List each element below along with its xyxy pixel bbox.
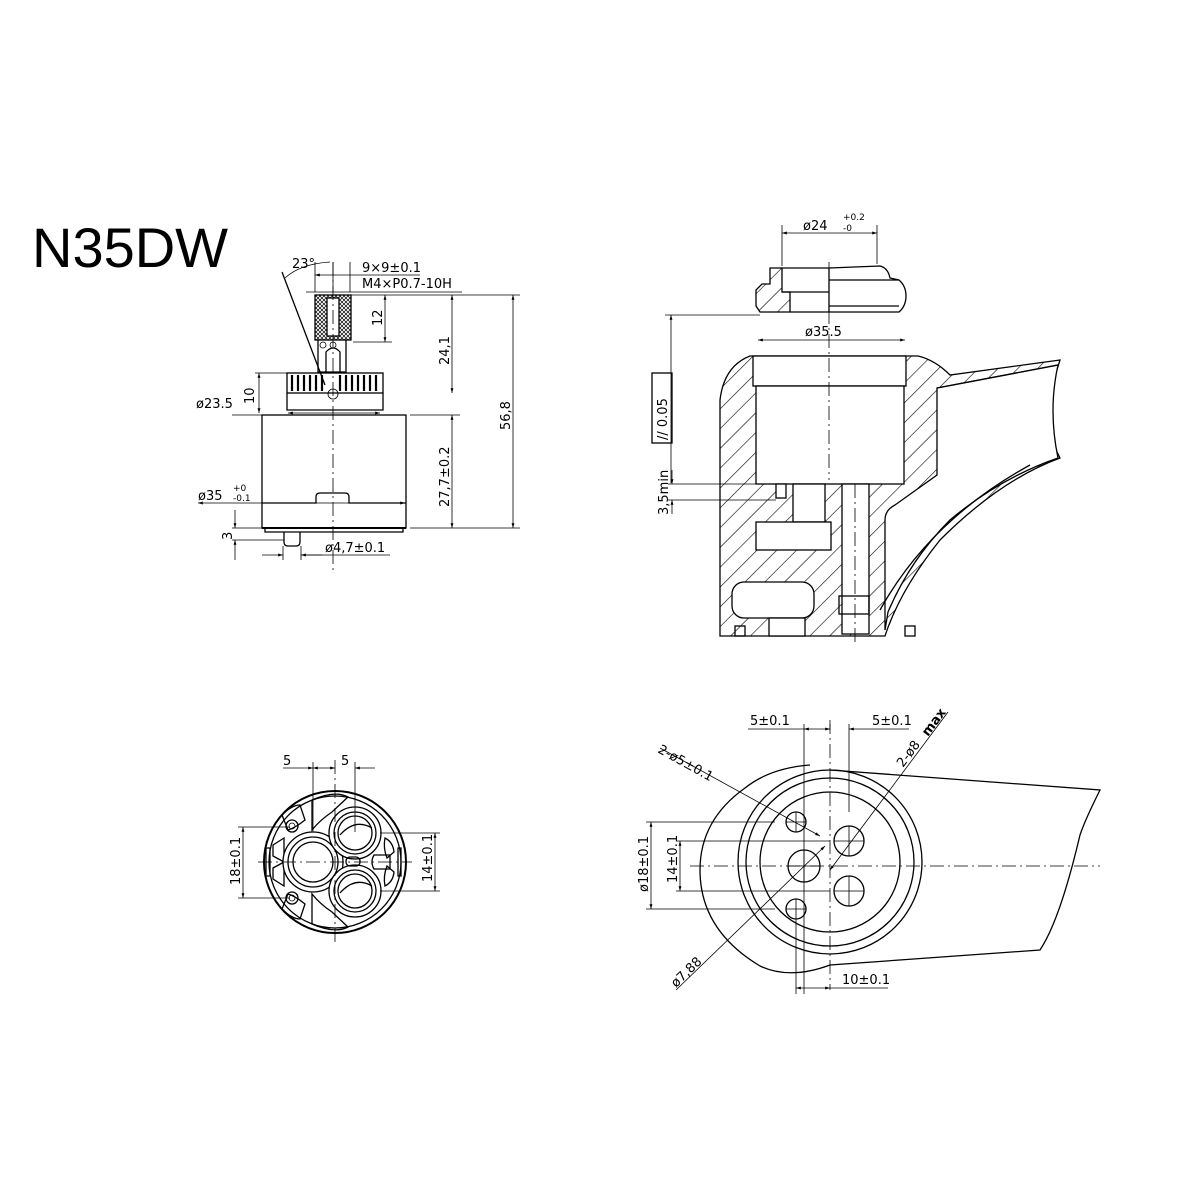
dim-center-hole: ø7,88: [668, 954, 705, 990]
dim-pin-diameter: ø4,7±0.1: [325, 541, 385, 556]
dim-bore-diameter: ø35.5: [805, 325, 842, 340]
dim-offset-right: 5±0.1: [872, 714, 912, 729]
dim-parallelism: // 0.05: [656, 398, 671, 440]
dim-min-depth: 3,5min: [657, 470, 672, 515]
dim-large-holes: 2-ø8: [894, 738, 924, 770]
dim-small-holes: 2-ø5±0.1: [655, 742, 715, 785]
dim-body-tol-upper: +0: [233, 484, 247, 494]
dim-body-height: 27,7±0.2: [438, 446, 453, 507]
dim-angle: 23°: [292, 257, 315, 272]
dim-collar-diameter: ø23.5: [196, 397, 233, 412]
dim-stem-height: 12: [371, 309, 386, 326]
side-view: 23° 9×9±0.1 M4×P0.7-10H 12 24,1 56,8: [196, 257, 520, 570]
section-view: ø24 +0.2 -0 // 0.05 ø35.5 3,5min: [651, 213, 1061, 645]
dim-outer-spacing: 18±0.1: [229, 837, 244, 885]
dim-stem-size: 9×9±0.1: [362, 261, 421, 276]
dim-nut-tol-lower: -0: [843, 224, 852, 234]
body-bottom-view: 5±0.1 5±0.1 2-ø5±0.1 2-ø8 max ø18±0.1 14…: [637, 705, 1102, 994]
dim-offset-right: 5: [341, 754, 349, 769]
drawing-title: N35DW: [32, 216, 228, 279]
dim-pin-height: 3: [221, 532, 236, 540]
dim-inner-spacing: 14±0.1: [421, 834, 436, 882]
dim-horizontal-offset: 10±0.1: [842, 973, 890, 988]
dim-total-height: 56,8: [499, 401, 514, 430]
dim-nut-tol-upper: +0.2: [843, 213, 865, 223]
dim-offset-left: 5: [283, 754, 291, 769]
dim-body-diameter: ø35: [198, 489, 223, 504]
cartridge-body: [261, 414, 407, 529]
dim-thread: M4×P0.7-10H: [362, 277, 452, 292]
dim-nut-diameter: ø24: [803, 219, 828, 234]
dim-large-holes-suffix: max: [919, 705, 950, 739]
dim-inner-spacing: 14±0.1: [666, 835, 681, 883]
dim-body-tol-lower: -0.1: [233, 494, 251, 504]
dim-stem-to-base: 24,1: [438, 336, 453, 365]
dim-collar-height: 10: [243, 387, 258, 404]
dim-outer-spacing: ø18±0.1: [637, 836, 652, 892]
dim-offset-left: 5±0.1: [750, 714, 790, 729]
bottom-view: 5 5 18±0.1 14±0.1: [229, 754, 440, 942]
